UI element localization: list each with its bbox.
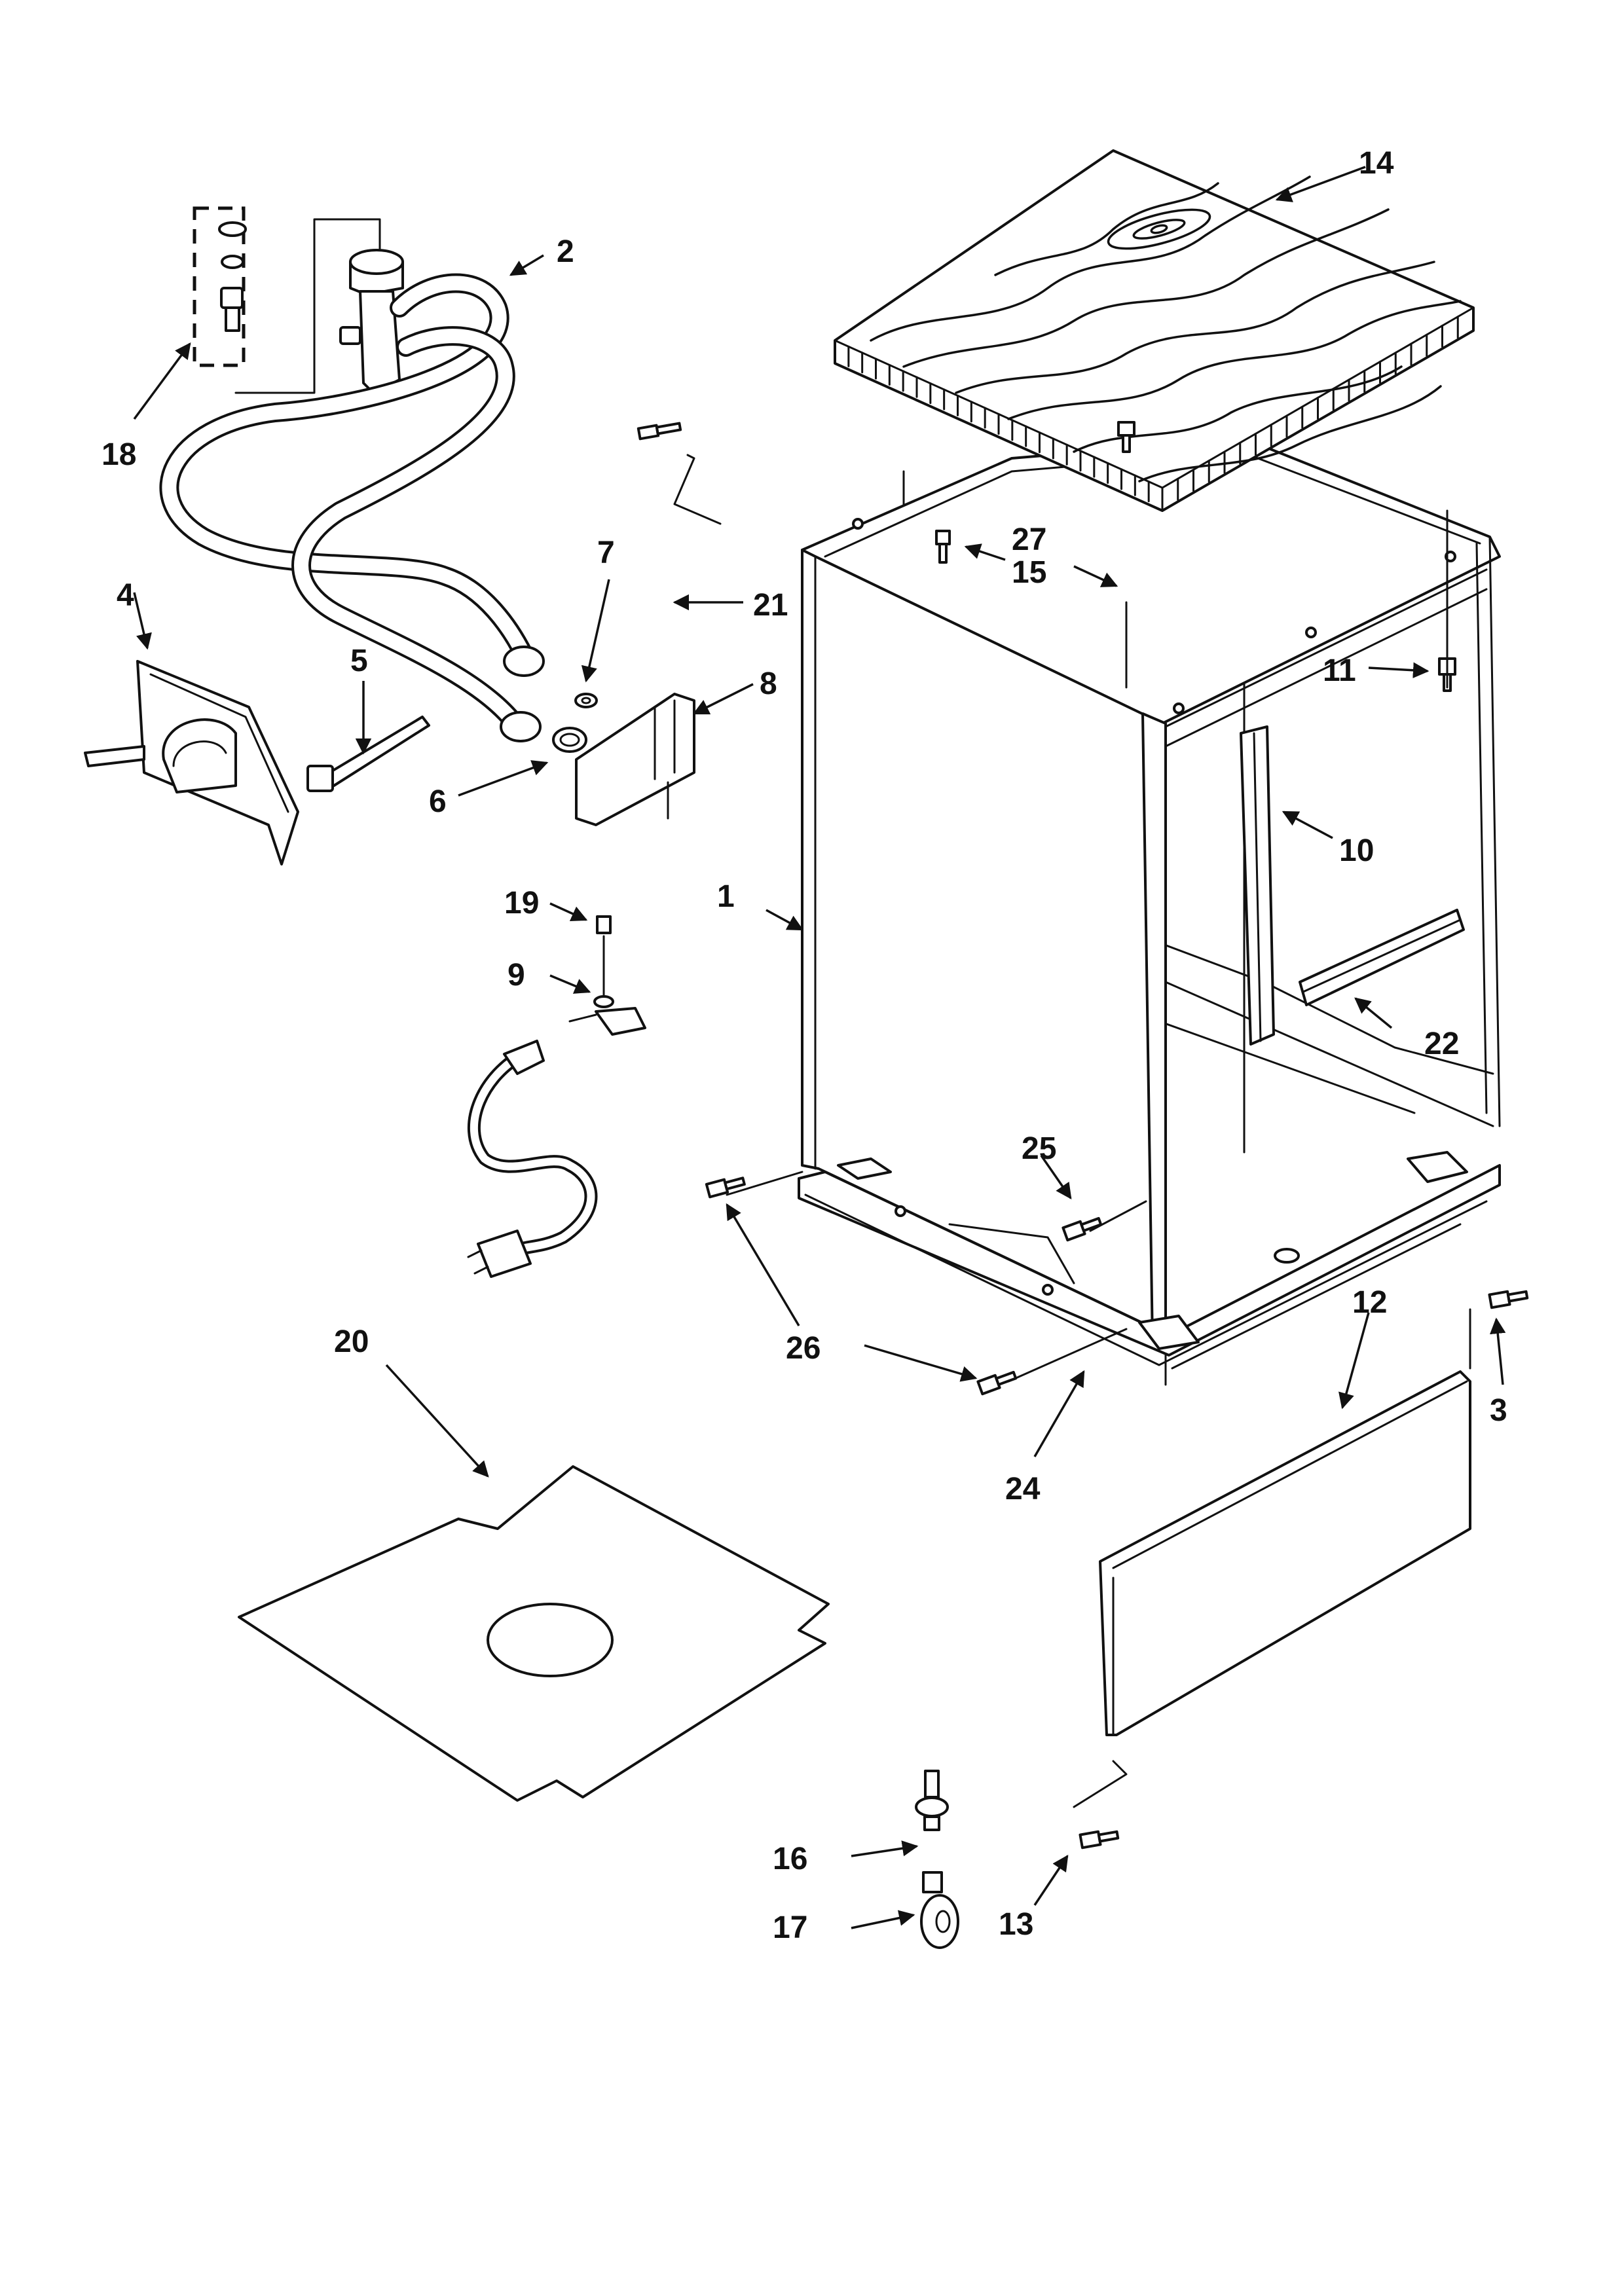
callout-3: 3 [1490, 1393, 1507, 1428]
screws [637, 421, 1529, 1850]
cabinet-frame [798, 437, 1501, 1386]
leader-lines [133, 166, 1506, 1929]
base-mat [238, 1465, 830, 1802]
callout-20: 20 [334, 1324, 369, 1359]
callout-11: 11 [1323, 653, 1356, 688]
side-bracket [1240, 725, 1275, 1046]
callout-7: 7 [597, 536, 615, 570]
callout-2: 2 [557, 234, 574, 269]
callout-5: 5 [350, 644, 368, 678]
callout-6: 6 [429, 784, 447, 819]
callout-16: 16 [773, 1842, 807, 1876]
callout-13: 13 [999, 1907, 1033, 1942]
callout-14: 14 [1359, 146, 1394, 181]
callout-1: 1 [717, 879, 735, 914]
callout-27: 27 [1012, 522, 1046, 557]
callout-15: 15 [1012, 555, 1046, 590]
callout-9: 9 [507, 958, 525, 993]
callout-12: 12 [1352, 1285, 1387, 1320]
terminal-bracket [84, 660, 299, 866]
rear-rail [1299, 909, 1465, 1006]
callout-18: 18 [101, 437, 136, 472]
callout-8: 8 [760, 666, 777, 701]
callout-26: 26 [786, 1331, 821, 1366]
bracket-cover [575, 693, 695, 826]
clamp-washer [552, 693, 598, 753]
callout-4: 4 [117, 578, 134, 613]
callouts: 1 2 3 4 5 6 7 8 9 10 11 12 13 14 15 16 1… [101, 146, 1507, 1945]
valve-assembly [159, 206, 545, 742]
wood-top [834, 149, 1475, 512]
callout-21: 21 [753, 588, 788, 623]
kick-panel [1099, 1370, 1471, 1736]
callout-25: 25 [1022, 1131, 1056, 1166]
callout-22: 22 [1424, 1027, 1459, 1061]
callout-10: 10 [1339, 833, 1374, 868]
caster [915, 1770, 959, 1949]
callout-17: 17 [773, 1910, 807, 1945]
cable-tie [306, 716, 430, 792]
power-cord [467, 915, 646, 1278]
callout-24: 24 [1005, 1472, 1041, 1506]
callout-19: 19 [504, 886, 539, 920]
